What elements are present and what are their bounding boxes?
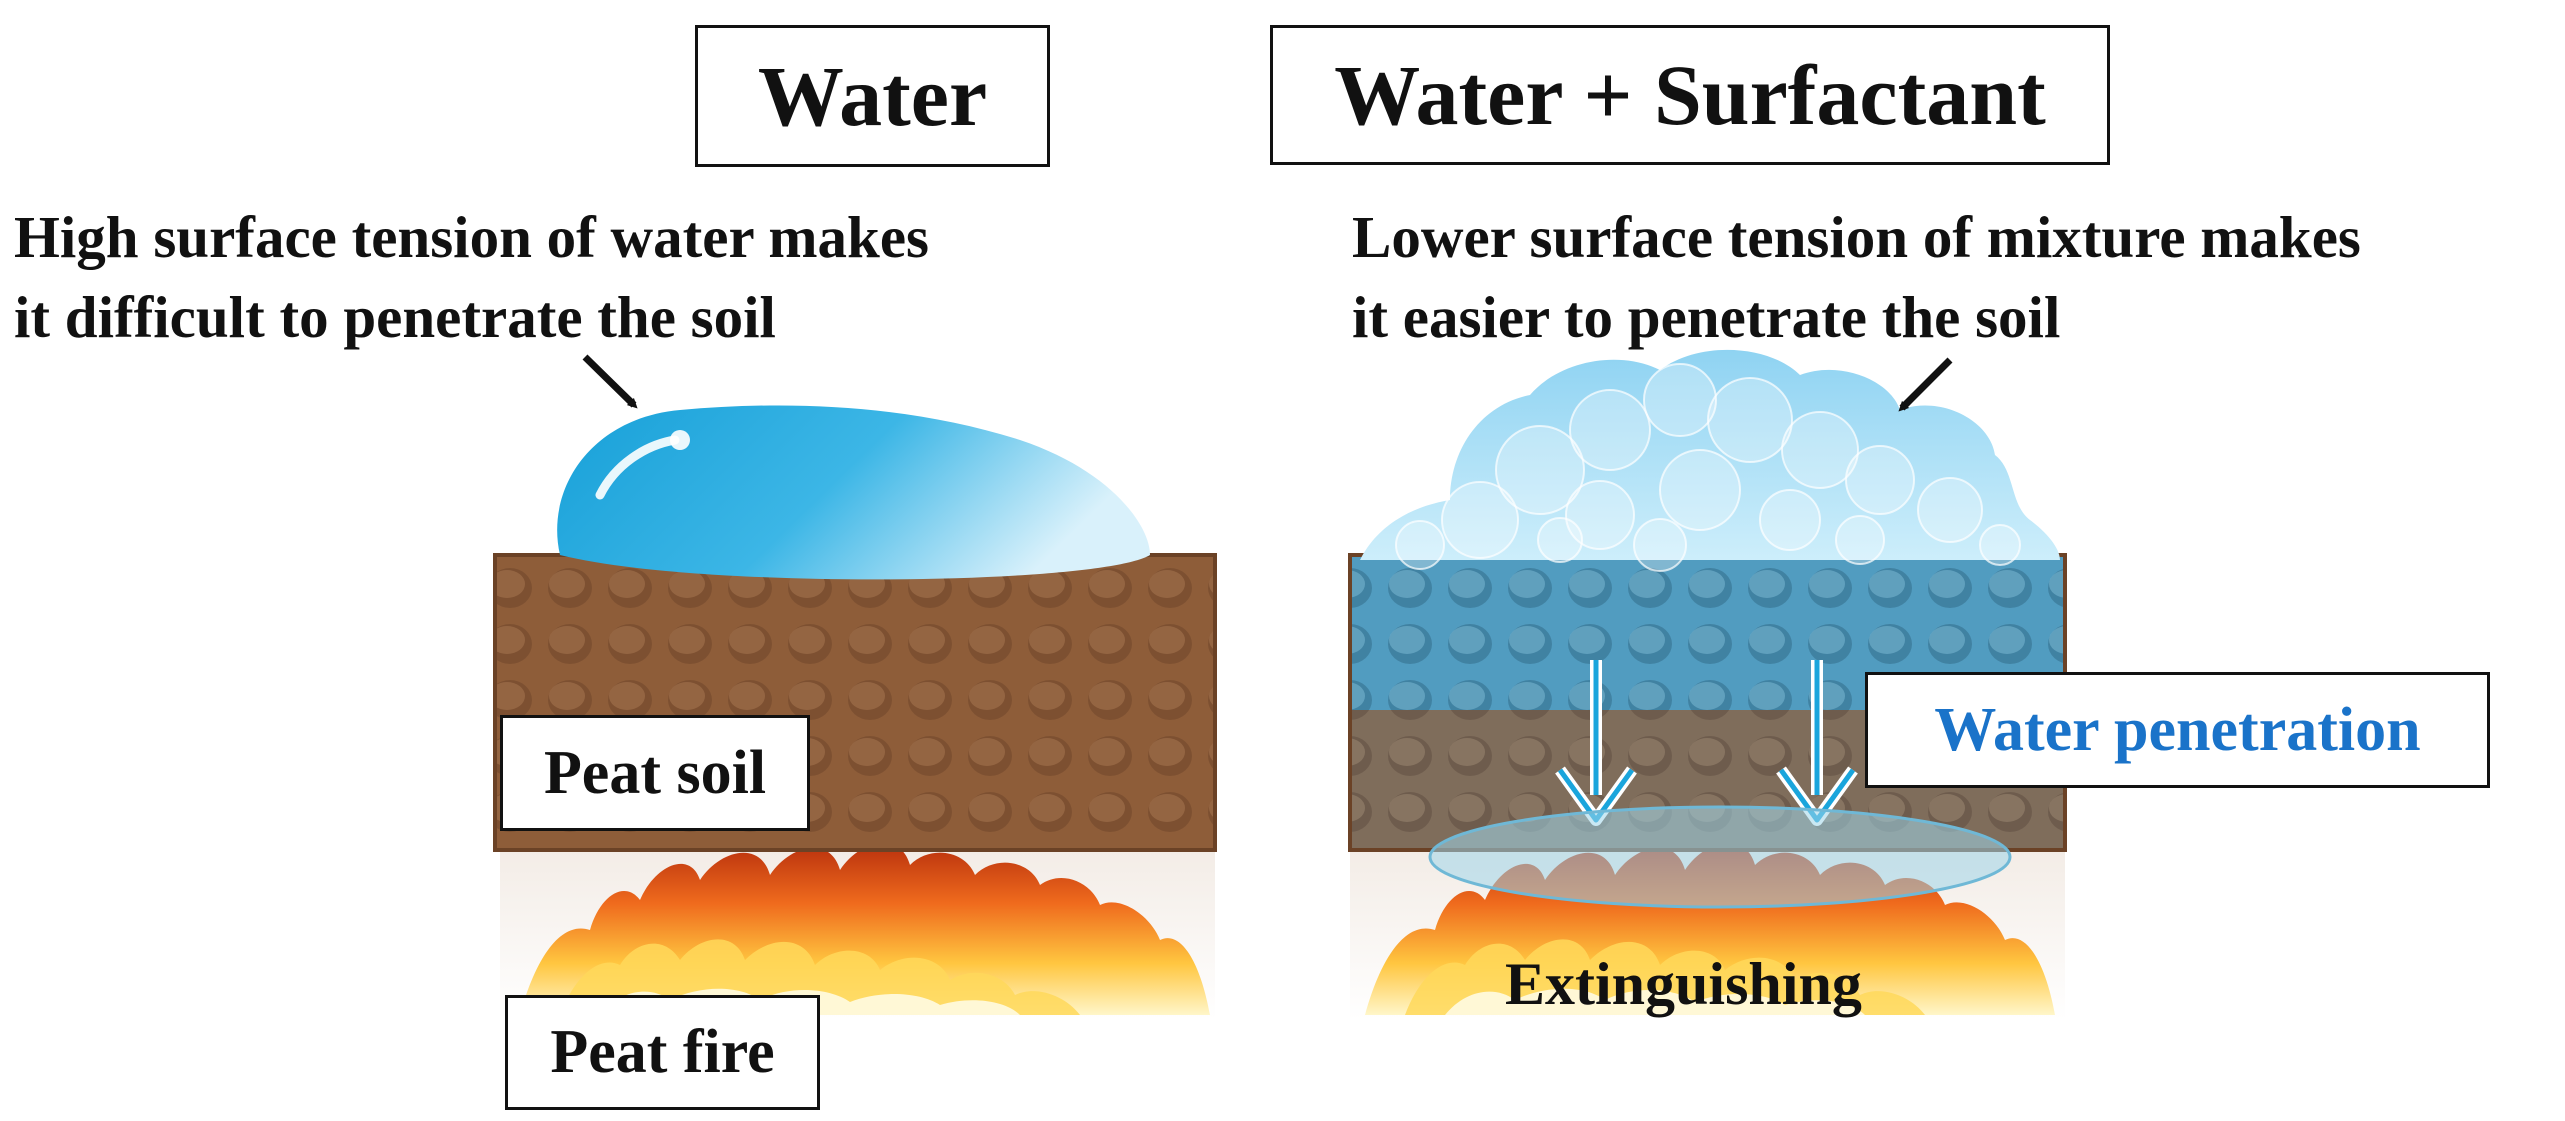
label-peat-soil: Peat soil xyxy=(500,715,810,831)
label-peat-fire: Peat fire xyxy=(505,995,820,1110)
extinguish-zone xyxy=(1428,805,2012,909)
arrow-to-droplet xyxy=(582,354,638,409)
label-extinguishing: Extinguishing xyxy=(1505,951,1862,1017)
caption-surfactant-line2: it easier to penetrate the soil xyxy=(1352,284,2061,350)
title-water-surfactant: Water + Surfactant xyxy=(1270,25,2110,165)
water-droplet xyxy=(557,405,1150,580)
surfactant-foam xyxy=(1360,349,2060,572)
label-water-penetration: Water penetration xyxy=(1865,672,2490,788)
caption-water-line1: High surface tension of water makes xyxy=(14,204,929,270)
arrow-to-foam xyxy=(1898,357,1953,412)
caption-surfactant-line1: Lower surface tension of mixture makes xyxy=(1352,204,2361,270)
title-water: Water xyxy=(695,25,1050,167)
caption-water-line2: it difficult to penetrate the soil xyxy=(14,284,776,350)
